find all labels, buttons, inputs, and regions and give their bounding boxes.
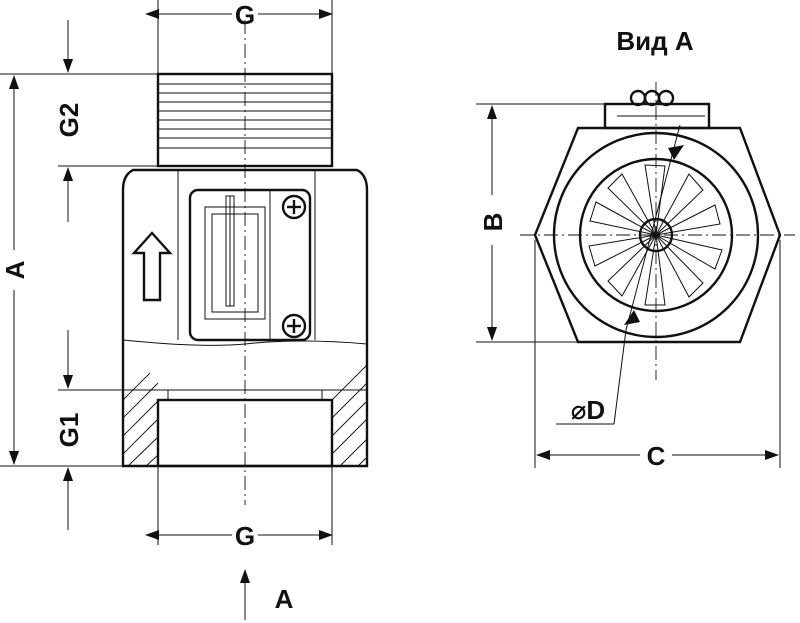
hatching-right — [331, 364, 368, 467]
dimension-g2: G2 — [54, 103, 84, 138]
phillips-screw-icon — [281, 313, 307, 339]
dimension-c: C — [647, 441, 666, 471]
phillips-screw-icon — [281, 194, 307, 220]
hatching-left — [122, 372, 159, 467]
dimension-d: ⌀D — [571, 395, 605, 425]
front-view: G G G2 G1 A A — [0, 0, 369, 620]
dimension-g-top: G — [235, 0, 255, 30]
dimension-b: B — [478, 213, 508, 232]
impeller — [588, 164, 723, 306]
view-a: Вид А — [476, 26, 795, 471]
view-a-title: Вид А — [616, 26, 693, 56]
dimension-g1: G1 — [54, 413, 84, 448]
up-arrow-icon — [131, 231, 173, 302]
hex-nut — [533, 126, 782, 344]
sight-window — [188, 188, 312, 342]
view-direction-label: A — [275, 584, 294, 614]
dimension-a: A — [0, 260, 30, 279]
dimension-g-bottom: G — [235, 521, 255, 551]
top-bracket — [603, 89, 711, 130]
